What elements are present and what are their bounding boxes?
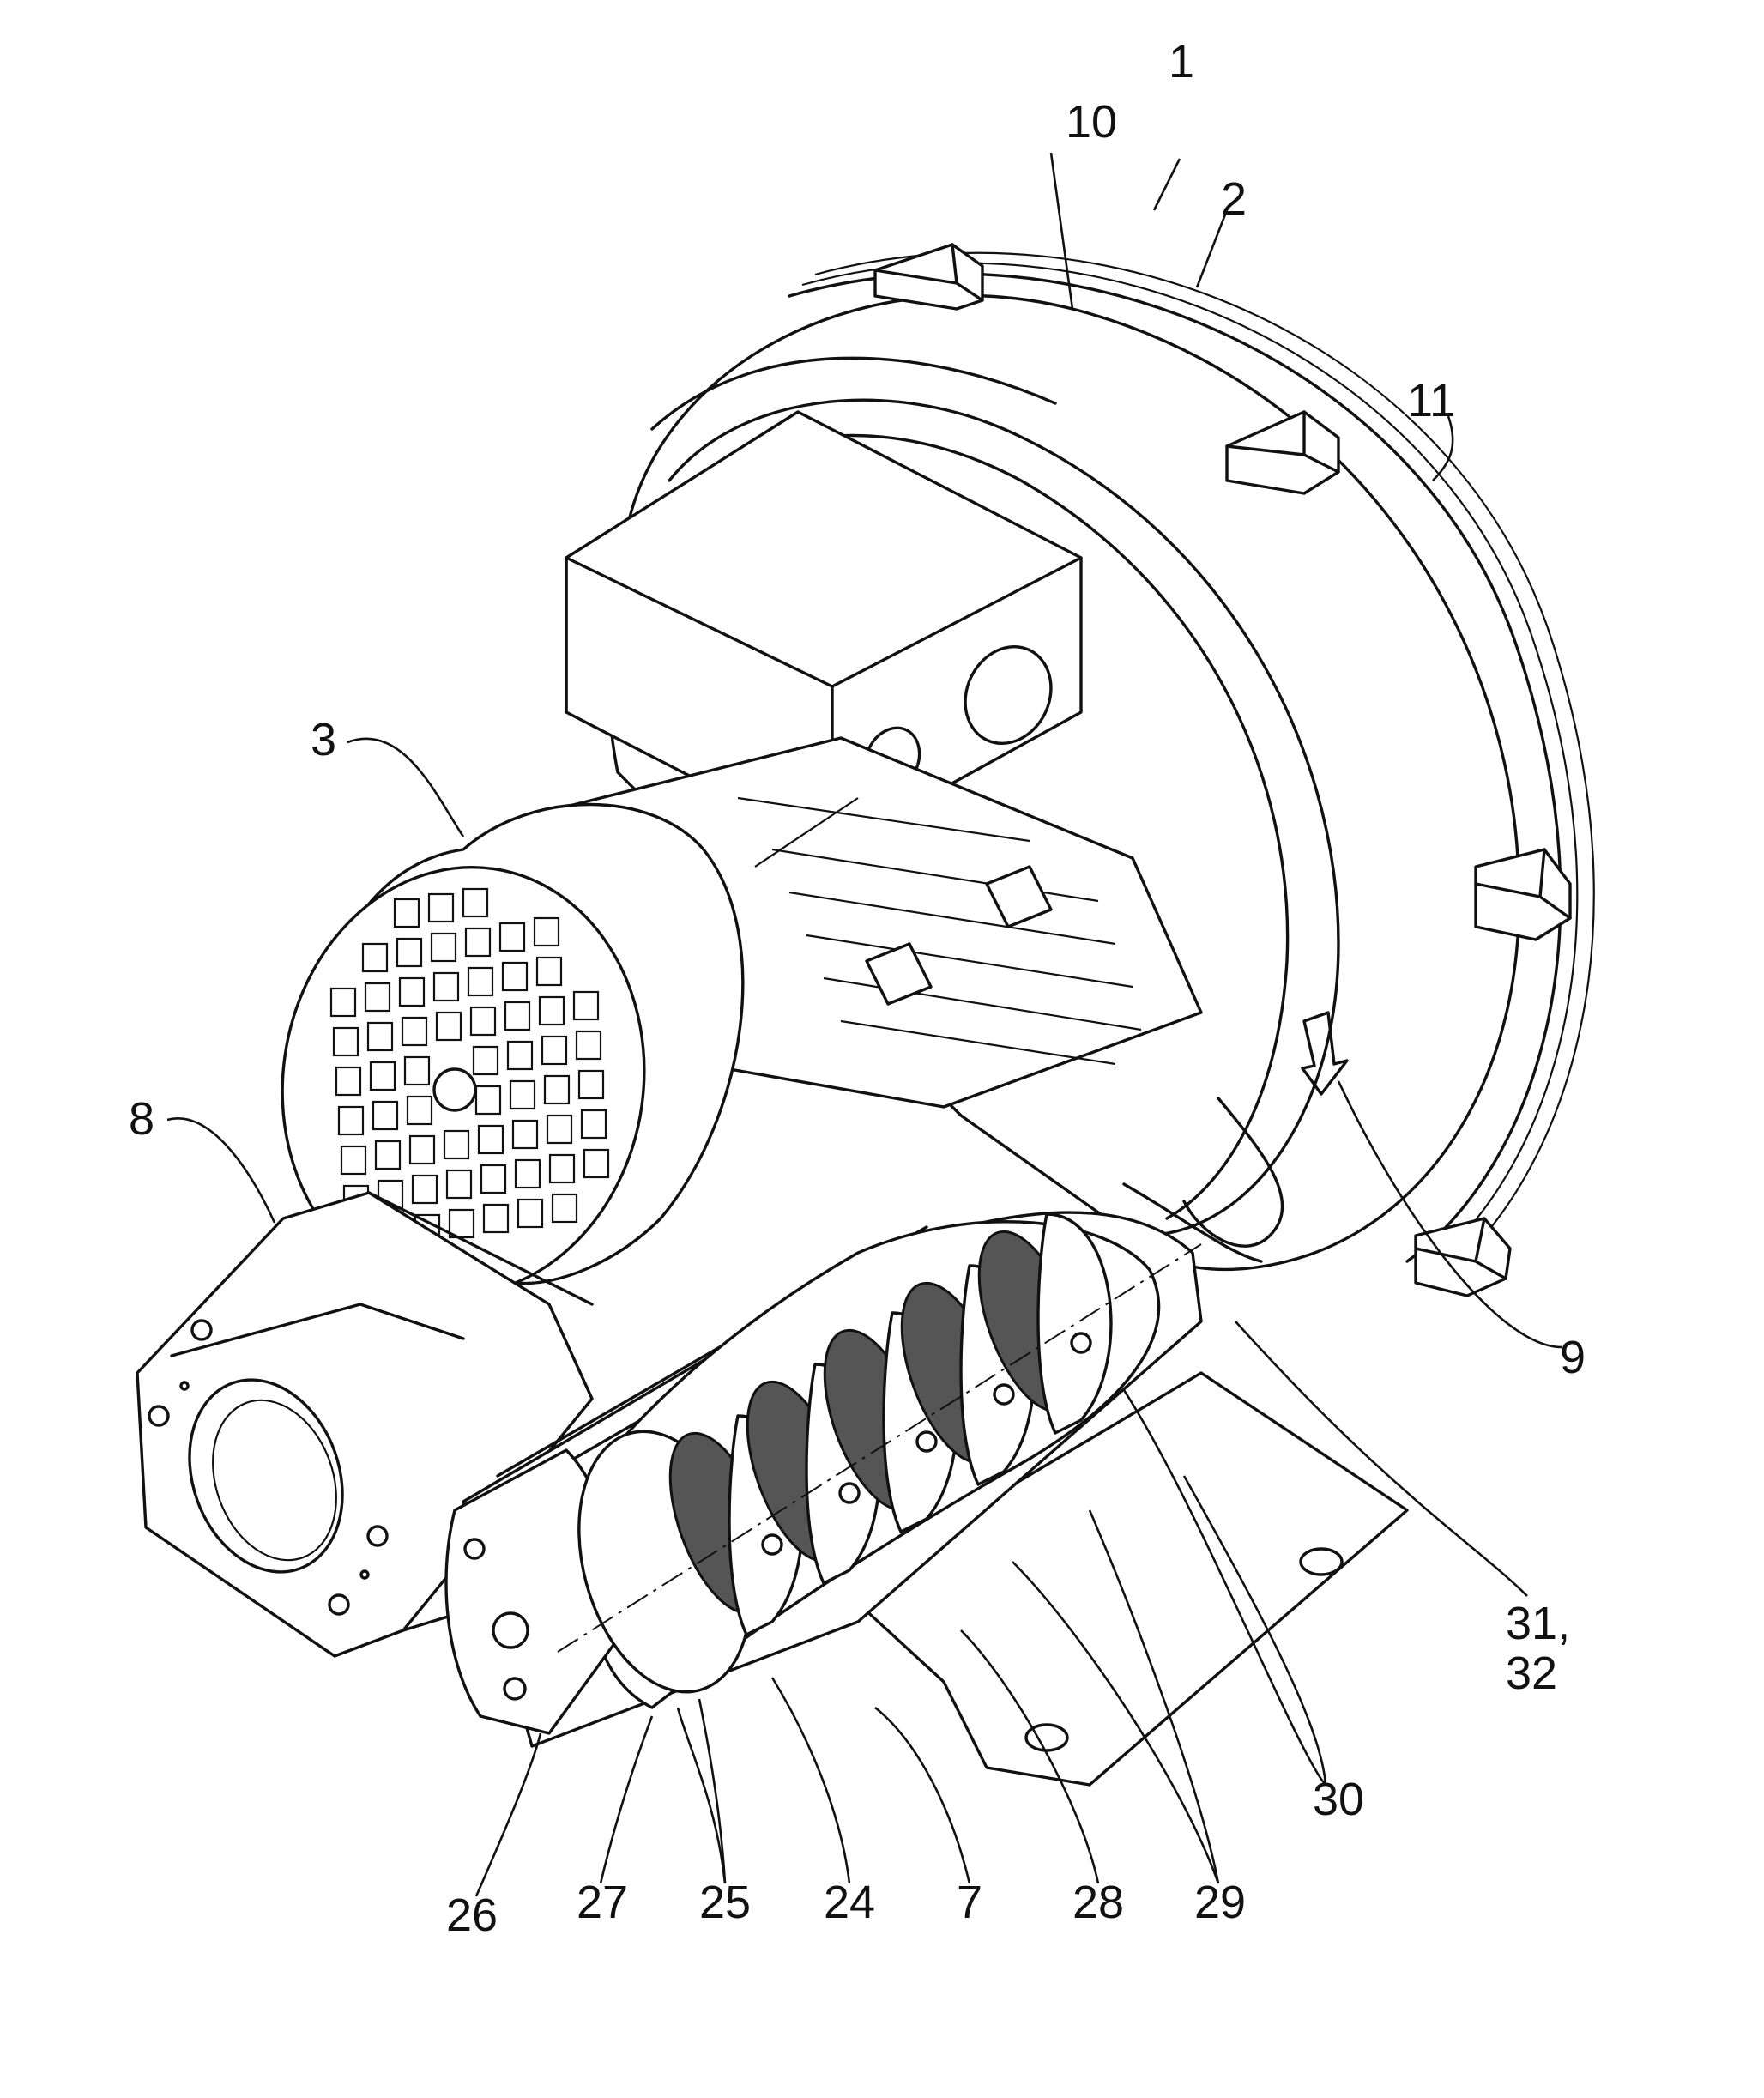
rim-bracket-lower-right	[1416, 1218, 1510, 1296]
rim-bracket-right	[1476, 849, 1570, 940]
label-26: 26	[446, 1889, 498, 1941]
label-30: 30	[1313, 1774, 1364, 1825]
label-32: 32	[1506, 1648, 1557, 1699]
label-2: 2	[1221, 173, 1247, 225]
label-9: 9	[1560, 1332, 1586, 1383]
rim-bracket-top	[875, 245, 982, 309]
label-10: 10	[1066, 96, 1117, 148]
label-11: 11	[1407, 375, 1455, 426]
label-24: 24	[824, 1877, 875, 1928]
label-7: 7	[957, 1877, 982, 1928]
label-31: 31,	[1506, 1598, 1570, 1649]
label-25: 25	[699, 1877, 751, 1928]
label-3: 3	[311, 714, 336, 765]
label-28: 28	[1072, 1877, 1124, 1928]
label-1: 1	[1169, 36, 1194, 88]
silencer-7	[446, 1212, 1407, 1785]
label-27: 27	[577, 1877, 628, 1928]
label-8: 8	[129, 1093, 154, 1145]
label-29: 29	[1194, 1877, 1246, 1928]
